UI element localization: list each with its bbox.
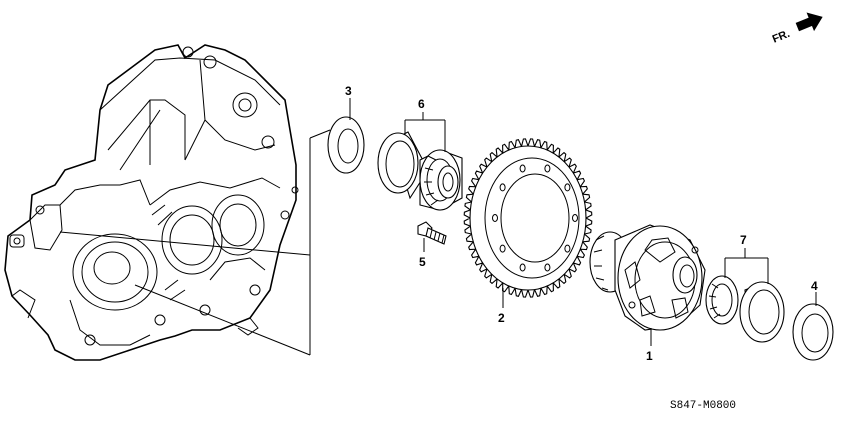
callout-3: 3 [345,84,352,120]
bolt [417,221,447,245]
tapered-bearing-set-left [377,131,463,211]
direction-label: FR. [771,28,792,46]
alignment-lines [59,129,331,356]
gear-bolt-hole [572,214,578,222]
oil-seal [792,303,834,361]
callout-label-7: 7 [740,233,747,247]
gear-bolt-hole [492,214,498,222]
arrow-right-icon [795,12,823,32]
gear-bolt-hole [499,183,506,192]
shim [327,116,365,174]
callout-5: 5 [419,238,426,269]
callout-1: 1 [646,328,653,363]
gear-bolt-hole [519,164,526,173]
callout-label-5: 5 [419,255,426,269]
direction-indicator: FR. [771,12,823,46]
gear-bolt-hole [564,244,571,253]
differential-assembly [589,224,706,331]
transmission-housing [4,44,299,361]
final-driven-gear [463,138,593,298]
gear-bolt-holes [492,164,578,272]
gear-bolt-hole [544,263,551,272]
gear-bolt-hole [544,164,551,173]
callout-6: 6 [404,97,446,152]
gear-bolt-hole [499,244,506,253]
callout-label-3: 3 [345,84,352,98]
callout-label-2: 2 [498,311,505,325]
tapered-bearing-set-right [705,275,785,343]
callout-label-1: 1 [646,349,653,363]
callout-label-6: 6 [418,97,425,111]
diagram-code: S847-M0800 [670,400,736,412]
gear-bolt-hole [519,263,526,272]
gear-bolt-hole [564,183,571,192]
callout-label-4: 4 [811,279,818,293]
callout-4: 4 [811,279,818,306]
callout-7: 7 [724,233,769,284]
callout-2: 2 [498,288,505,325]
